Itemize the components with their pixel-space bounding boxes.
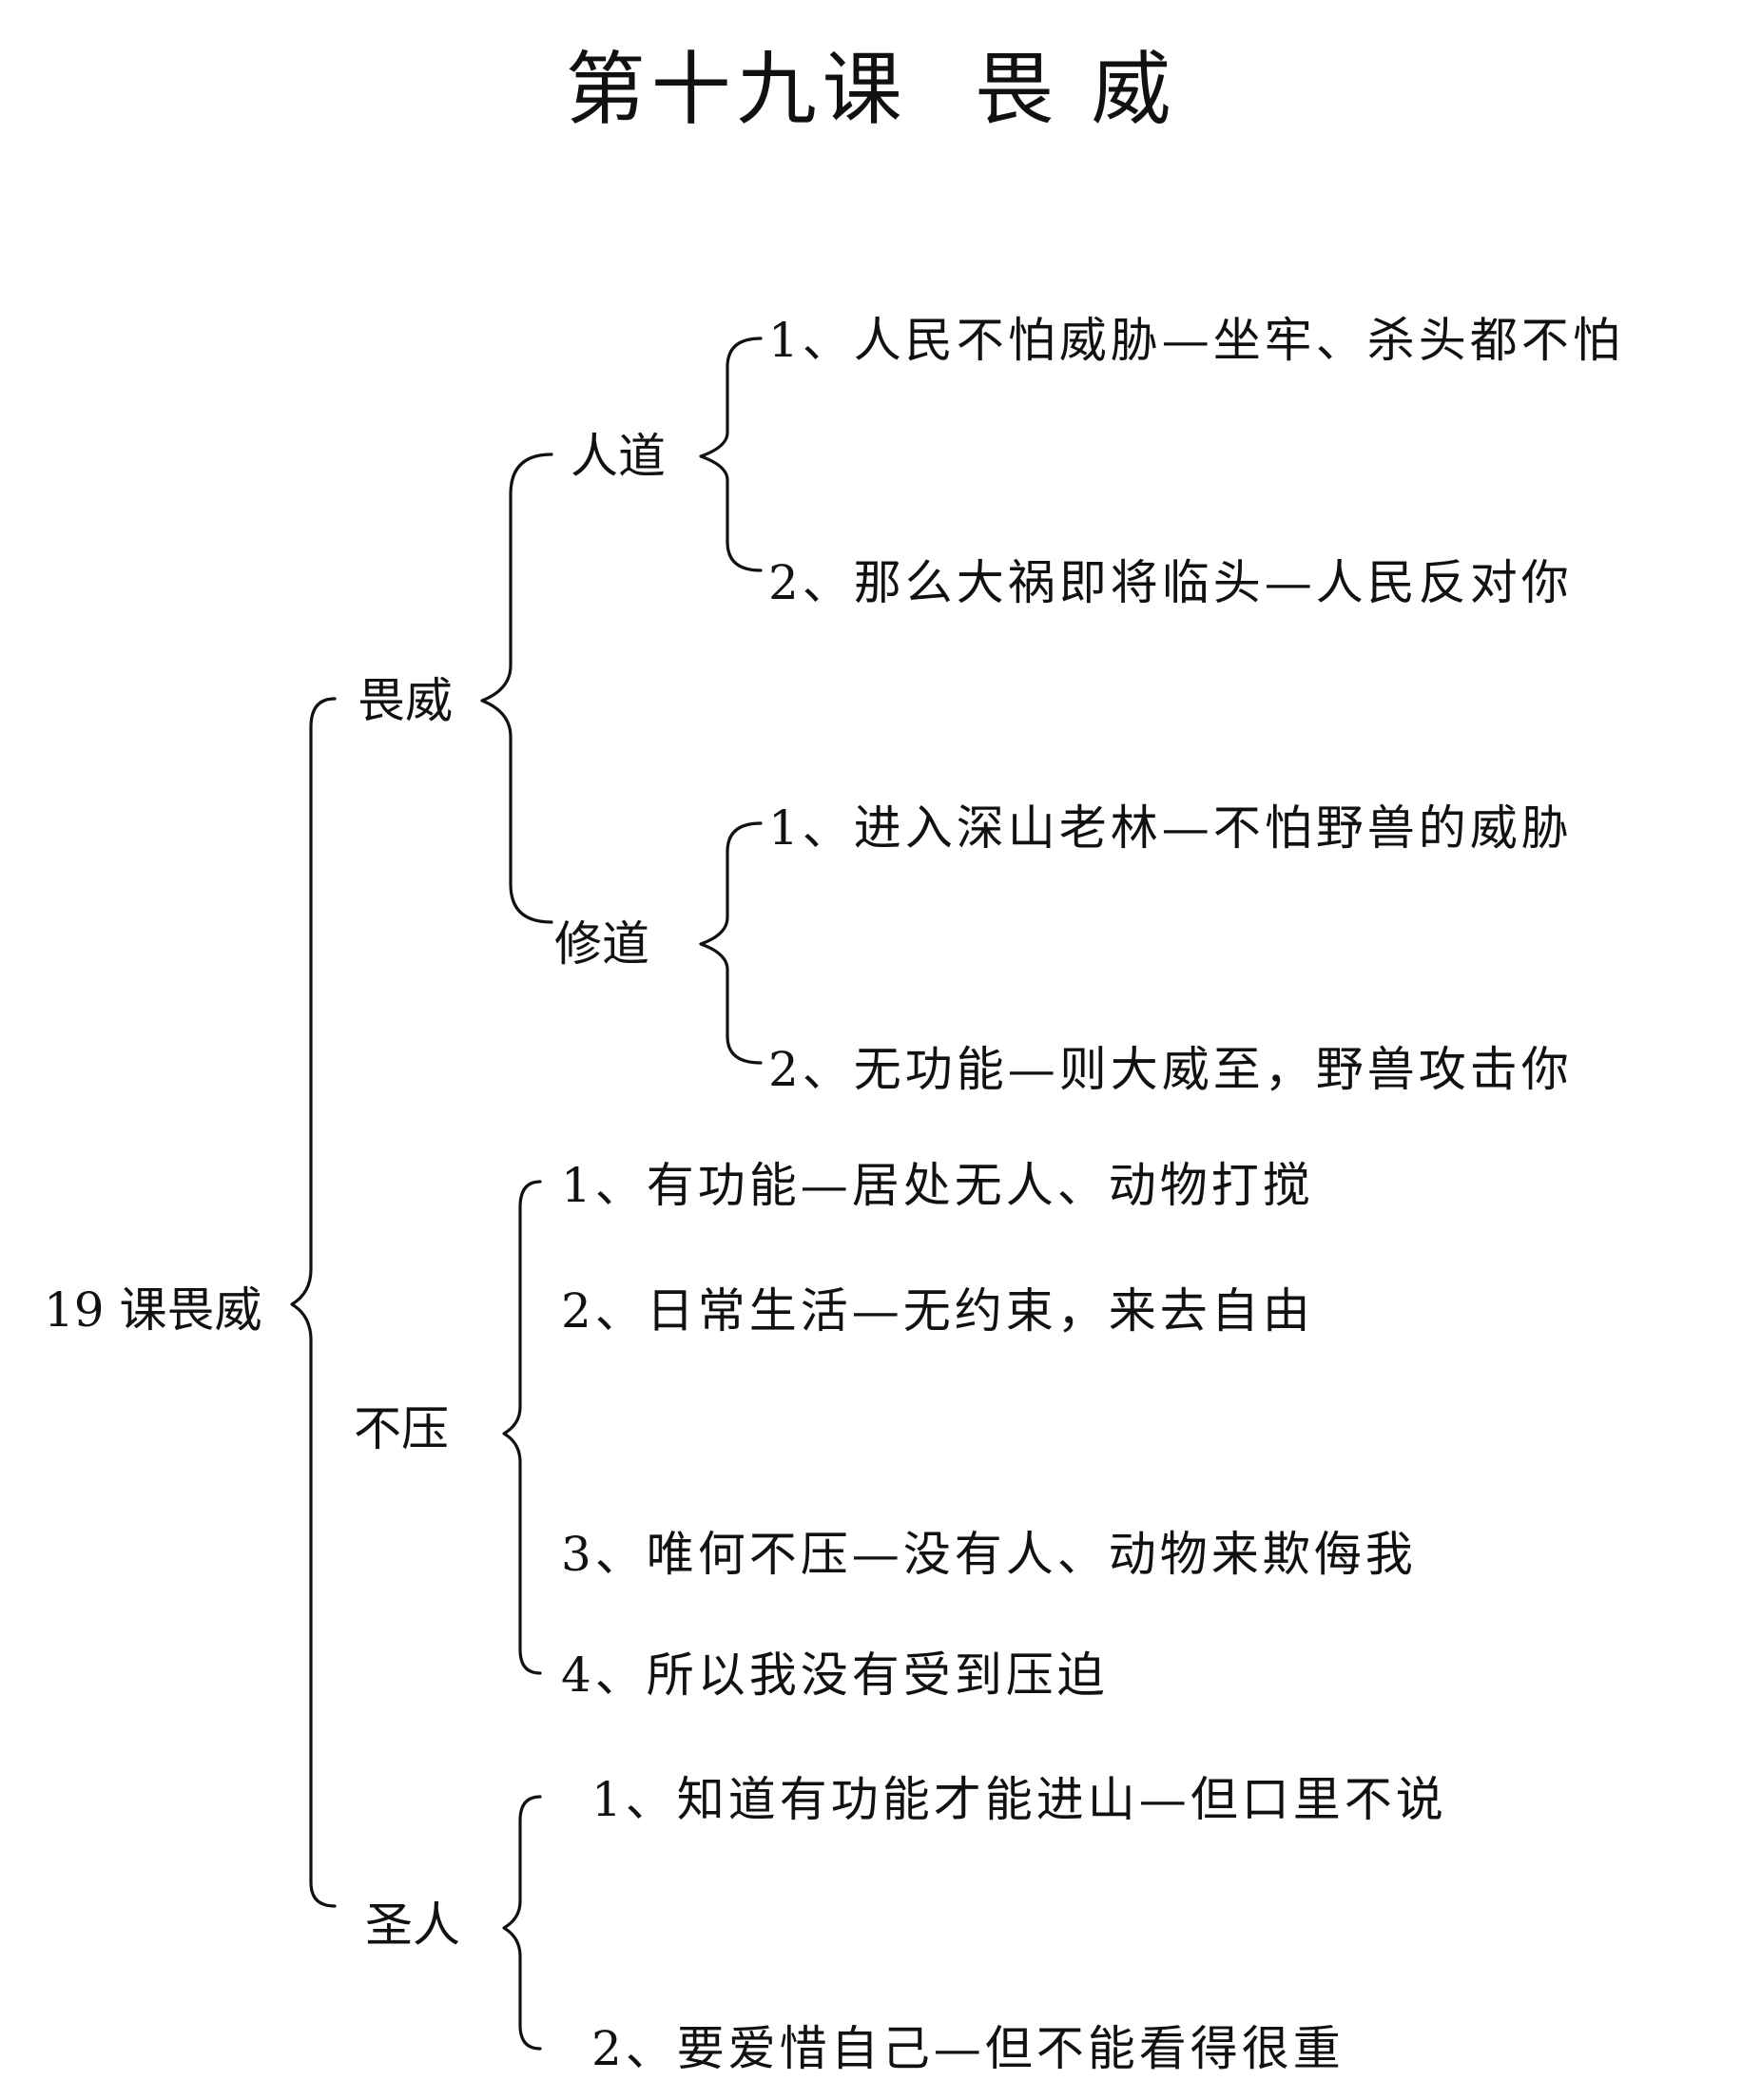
leaf-xiudao-2: 2、无功能—则大威至，野兽攻击你 <box>768 1042 1573 1097</box>
root-node: 19 课畏威 <box>44 1282 262 1338</box>
leaf-shengren-2: 2、要爱惜自己—但不能看得很重 <box>591 2021 1345 2076</box>
node-shengren: 圣人 <box>365 1898 460 1953</box>
root-brace <box>290 697 337 1908</box>
leaf-shengren-1: 1、知道有功能才能进山—但口里不说 <box>591 1772 1447 1827</box>
leaf-buya-4: 4、所以我没有受到压迫 <box>561 1647 1109 1703</box>
leaf-rendao-2: 2、那么大祸即将临头—人民反对你 <box>768 555 1573 610</box>
brace-xiudao <box>699 821 763 1065</box>
leaf-buya-2: 2、日常生活—无约束，来去自由 <box>561 1283 1314 1339</box>
leaf-xiudao-1: 1、进入深山老林—不怕野兽的威胁 <box>768 800 1573 856</box>
brace-buya <box>502 1180 542 1675</box>
leaf-rendao-1: 1、人民不怕威胁—坐牢、杀头都不怕 <box>768 313 1624 368</box>
node-xiudao: 修道 <box>554 916 649 972</box>
brace-weiwei <box>480 453 553 924</box>
leaf-buya-1: 1、有功能—居处无人、动物打搅 <box>561 1158 1314 1213</box>
brace-rendao <box>699 337 763 572</box>
lesson-title: 第十九课畏 威 <box>0 49 1742 129</box>
node-rendao: 人道 <box>571 429 666 484</box>
node-buya: 不压 <box>354 1401 449 1456</box>
title-sub: 畏 威 <box>974 43 1177 136</box>
title-main: 第十九课 <box>565 43 908 136</box>
leaf-buya-3: 3、唯何不压—没有人、动物来欺侮我 <box>561 1527 1417 1582</box>
brace-shengren <box>502 1795 542 2051</box>
node-weiwei: 畏威 <box>358 673 453 728</box>
